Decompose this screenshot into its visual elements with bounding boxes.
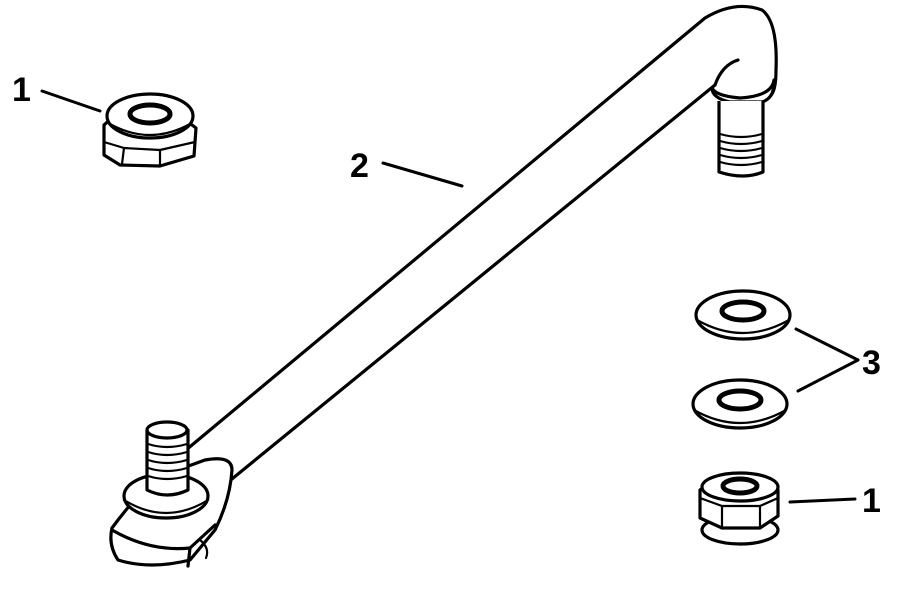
callout-number: 1 — [12, 71, 31, 109]
callout-1-bottom-right: 1 — [788, 482, 881, 520]
callout-2: 2 — [350, 147, 464, 188]
leader-line — [40, 89, 102, 113]
callout-3: 3 — [794, 327, 881, 393]
flat-washer-upper — [694, 289, 792, 341]
callout-number: 3 — [862, 344, 881, 382]
leader-line-upper — [794, 327, 860, 362]
callout-number: 1 — [862, 482, 881, 520]
lock-nut-bottom-right — [698, 471, 780, 546]
flat-washer-lower — [691, 378, 789, 430]
leader-line-lower — [796, 358, 860, 393]
callout-number: 2 — [350, 147, 369, 185]
callout-1-top-left: 1 — [12, 71, 102, 113]
lock-nut-top-left — [102, 92, 198, 168]
steering-link-rod — [109, 4, 778, 568]
stud-threads-lower — [146, 442, 189, 481]
stud-threads-upper — [718, 132, 764, 167]
leader-line — [381, 161, 464, 188]
leader-line — [788, 497, 857, 504]
